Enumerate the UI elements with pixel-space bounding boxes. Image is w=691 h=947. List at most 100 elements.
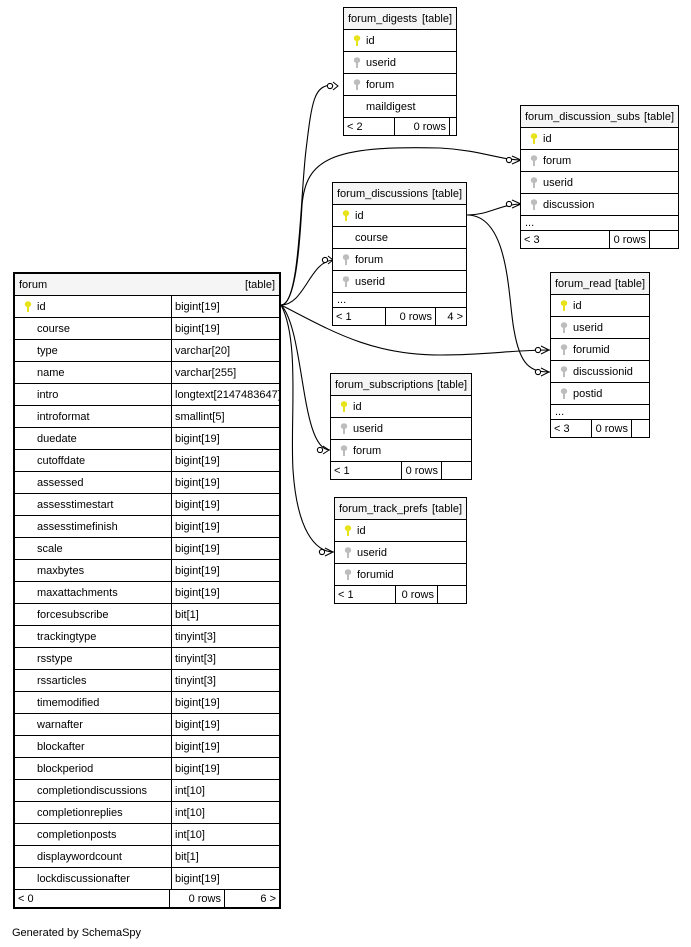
column-row[interactable]: userid	[335, 542, 466, 564]
column-row[interactable]: id	[551, 295, 649, 317]
column-row[interactable]: userid	[331, 418, 471, 440]
parents-count[interactable]: < 3	[524, 233, 540, 246]
table-header[interactable]: forum_track_prefs[table]	[335, 498, 466, 520]
table-header[interactable]: forum_read[table]	[551, 273, 649, 295]
table-header[interactable]: forum_subscriptions[table]	[331, 374, 471, 396]
more-columns-ellipsis: ...	[551, 405, 649, 420]
column-row[interactable]: course	[333, 227, 466, 249]
column-row[interactable]: forum	[344, 74, 456, 96]
column-row[interactable]: discussion	[521, 194, 678, 216]
column-name: id	[543, 132, 552, 145]
column-row[interactable]: userid	[521, 172, 678, 194]
children-count[interactable]	[437, 586, 466, 603]
children-count[interactable]	[441, 462, 471, 479]
crowfoot-trackprefs-forumid	[318, 548, 326, 556]
column-row[interactable]: userid	[551, 317, 649, 339]
crowfoot-subscriptions-forum	[316, 446, 324, 454]
column-row[interactable]: userid	[333, 271, 466, 293]
column-name: id	[573, 299, 582, 312]
parents-count[interactable]: < 3	[554, 422, 570, 435]
row-count: 0 rows	[169, 890, 224, 907]
foreign-key-icon	[555, 365, 573, 378]
parents-count[interactable]: < 2	[347, 120, 363, 133]
column-name: completionreplies	[37, 806, 123, 819]
column-type: bit[1]	[175, 850, 199, 863]
column-row[interactable]: postid	[551, 383, 649, 405]
column-name: forumid	[357, 568, 394, 581]
table-header[interactable]: forum_discussions[table]	[333, 183, 466, 205]
parents-count[interactable]: < 1	[336, 310, 352, 323]
children-count[interactable]	[649, 231, 678, 248]
column-row[interactable]: id	[331, 396, 471, 418]
column-row[interactable]: maildigest	[344, 96, 456, 118]
children-count[interactable]	[631, 420, 649, 437]
column-name: userid	[355, 275, 385, 288]
column-row[interactable]: discussionid	[551, 361, 649, 383]
more-columns-ellipsis: ...	[521, 216, 678, 231]
column-row[interactable]: id	[333, 205, 466, 227]
table-type-tag: [table]	[644, 110, 674, 123]
column-row[interactable]: forumid	[335, 564, 466, 586]
table-header[interactable]: forum[table]	[15, 274, 279, 296]
foreign-key-icon	[525, 198, 543, 211]
row-count: 0 rows	[401, 462, 441, 479]
column-row[interactable]: id	[344, 30, 456, 52]
edge-forum-to-track-prefs	[280, 304, 335, 553]
children-count[interactable]	[449, 118, 456, 135]
foreign-key-icon	[339, 546, 357, 559]
children-count[interactable]: 6 >	[224, 890, 279, 907]
parents-count[interactable]: < 0	[18, 892, 34, 905]
table-type-tag: [table]	[437, 378, 467, 391]
column-row[interactable]: forum	[331, 440, 471, 462]
column-name: discussionid	[573, 365, 633, 378]
column-row[interactable]: forum	[333, 249, 466, 271]
children-count[interactable]: 4 >	[435, 308, 466, 325]
table-header[interactable]: forum_digests[table]	[344, 8, 456, 30]
column-row[interactable]: forumid	[551, 339, 649, 361]
parents-count[interactable]: < 1	[334, 464, 350, 477]
table-header[interactable]: forum_discussion_subs[table]	[521, 106, 678, 128]
column-row[interactable]: id	[521, 128, 678, 150]
column-row[interactable]: forum	[521, 150, 678, 172]
column-row[interactable]: id	[335, 520, 466, 542]
parents-count[interactable]: < 1	[338, 588, 354, 601]
column-name: course	[37, 322, 71, 335]
column-row[interactable]: userid	[344, 52, 456, 74]
table-name: forum_discussions	[337, 187, 429, 200]
